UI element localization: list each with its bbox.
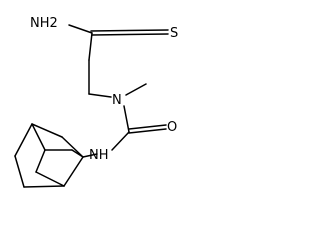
atom-label-sulfur: S <box>170 26 178 41</box>
bond-c-o-double-b <box>128 128 167 134</box>
adamantane-bond <box>31 123 63 138</box>
adamantane-bond <box>61 136 84 158</box>
adamantane-bond <box>35 149 46 173</box>
adamantane-bond <box>14 123 33 157</box>
atom-label-nh: NH <box>89 148 109 163</box>
bond-ch2-n <box>88 93 112 98</box>
bond-nh2-c <box>68 24 93 34</box>
bond-c-s-double-b <box>91 33 169 36</box>
adamantane-bond <box>63 156 84 187</box>
bond-c-o-double-a <box>128 124 167 130</box>
adamantane-bond <box>71 149 84 158</box>
bond-c-s-double-a <box>90 29 169 32</box>
molecule-diagram: NH2 S N O NH <box>14 16 178 188</box>
bond-carbonyl-nh <box>111 131 130 151</box>
atom-label-oxygen: O <box>167 120 177 135</box>
structure-canvas: NH2 S N O NH <box>14 16 178 188</box>
bond-c-ch2 <box>88 32 93 61</box>
adamantane-bond <box>14 155 25 188</box>
bond-n-methyl <box>125 83 147 96</box>
adamantane-bond <box>23 185 65 188</box>
adamantane-bond <box>31 123 46 151</box>
atom-label-nitrogen: N <box>112 93 122 108</box>
atom-label-nh2: NH2 <box>30 16 58 31</box>
bond-nh-adamantyl <box>82 153 98 158</box>
bond-n-carbonyl <box>123 105 130 133</box>
adamantane-bond <box>35 171 65 187</box>
